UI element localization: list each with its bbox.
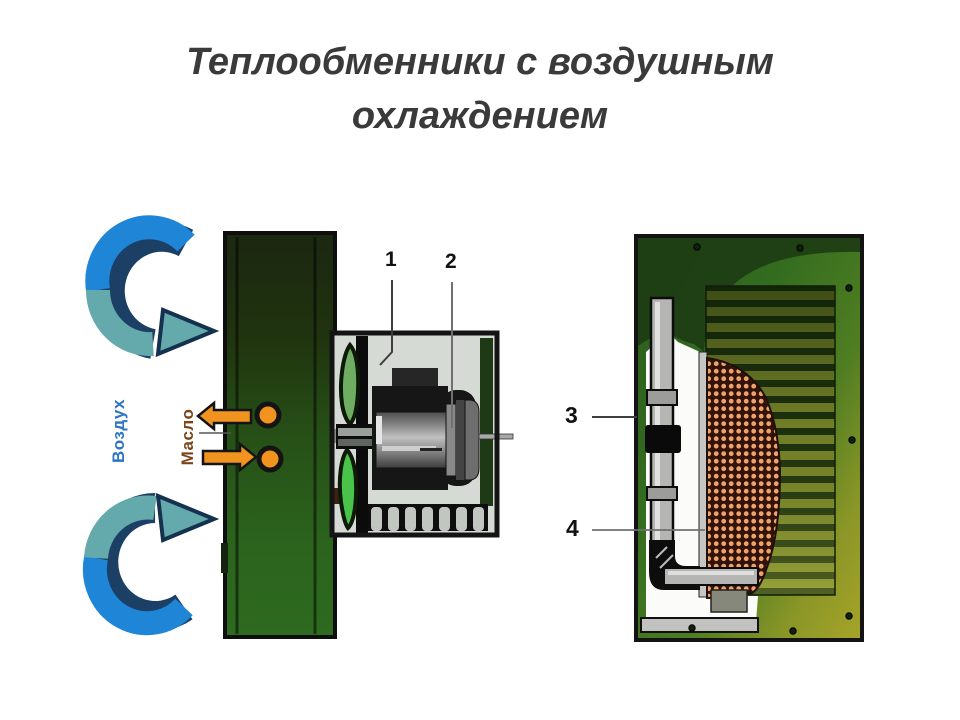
pipe-valve: [645, 425, 681, 453]
air-flow-arrow-top-icon: [85, 215, 220, 359]
air-flow-arrow-bottom-icon: [82, 492, 220, 636]
pipe-horizontal: [663, 567, 759, 586]
fan-blades: [337, 341, 361, 532]
base-bar: [640, 617, 759, 633]
oil-connections: [196, 400, 284, 473]
oil-out-port: [254, 401, 282, 429]
oil-flow-label: Масло: [178, 408, 197, 466]
cooler-panel: [221, 231, 337, 639]
dark-green-wedge: [638, 238, 860, 352]
callout-1-fan: 1: [385, 248, 397, 271]
oil-in-arrow-icon: [201, 441, 258, 473]
oil-piping: [645, 296, 759, 590]
core-support-block: [710, 589, 748, 613]
electric-motor: [372, 368, 514, 490]
left-diagram: [82, 215, 514, 639]
callout-2-motor: 2: [445, 250, 457, 273]
oil-out-arrow-icon: [196, 400, 253, 432]
callout-3-pipe: 3: [565, 402, 578, 428]
slide-title: Теплообменники с воздушным охлаждением: [186, 41, 774, 137]
box-inner-green-strip: [480, 338, 493, 506]
right-diagram: [592, 234, 864, 642]
oil-in-port: [256, 445, 284, 473]
pipe-flange-lower: [646, 486, 678, 501]
air-flow-label: Воздух: [109, 399, 128, 464]
panel-notch: [221, 543, 228, 573]
callout-4-core: 4: [566, 515, 579, 541]
cooling-fins: [366, 504, 488, 531]
box-border: [329, 330, 500, 538]
pipe-flange-upper: [646, 389, 678, 406]
heat-exchanger-core: [698, 351, 782, 600]
fan-motor-box: [329, 330, 514, 538]
callout-1-leader: [379, 280, 393, 366]
panel-screws: [688, 243, 856, 635]
motor-terminal-box: [392, 368, 438, 390]
